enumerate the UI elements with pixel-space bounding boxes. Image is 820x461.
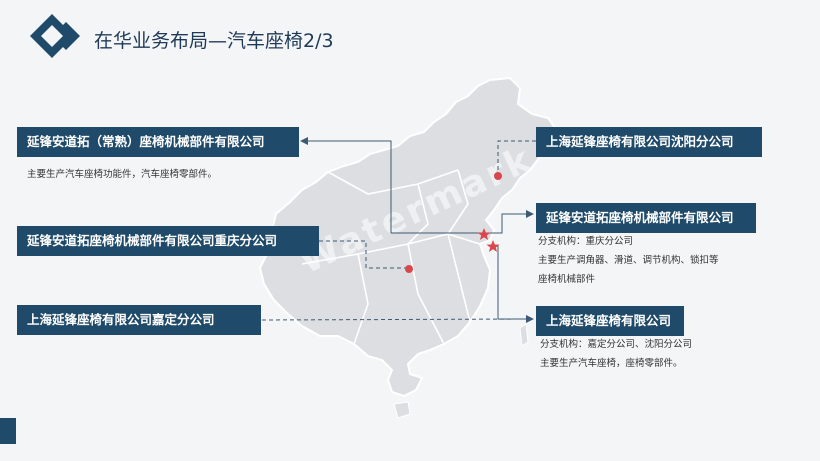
company-label-yanfeng-seating: 上海延锋座椅有限公司 — [536, 306, 684, 336]
company-label-jiading: 上海延锋座椅有限公司嘉定分公司 — [17, 305, 261, 335]
company-desc-yanfeng-adient: 分支机构：重庆分公司 主要生产调角器、滑道、调节机构、锁扣等 座椅机械部件 — [538, 236, 719, 285]
double-diamond-icon — [30, 14, 80, 58]
company-label-chongqing: 延锋安道拓座椅机械部件有限公司重庆分公司 — [17, 226, 319, 256]
page-title: 在华业务布局—汽车座椅2/3 — [94, 30, 334, 52]
corner-accent-block — [0, 418, 16, 444]
company-label-changshu: 延锋安道拓（常熟）座椅机械部件有限公司 — [17, 127, 299, 157]
company-desc-changshu: 主要生产汽车座椅功能件，汽车座椅零部件。 — [27, 169, 218, 180]
company-label-yanfeng-adient: 延锋安道拓座椅机械部件有限公司 — [536, 203, 756, 233]
company-desc-yanfeng-seating: 分支机构：嘉定分公司、沈阳分公司 主要生产汽车座椅，座椅零部件。 — [540, 339, 693, 369]
company-label-shenyang: 上海延锋座椅有限公司沈阳分公司 — [536, 127, 762, 157]
